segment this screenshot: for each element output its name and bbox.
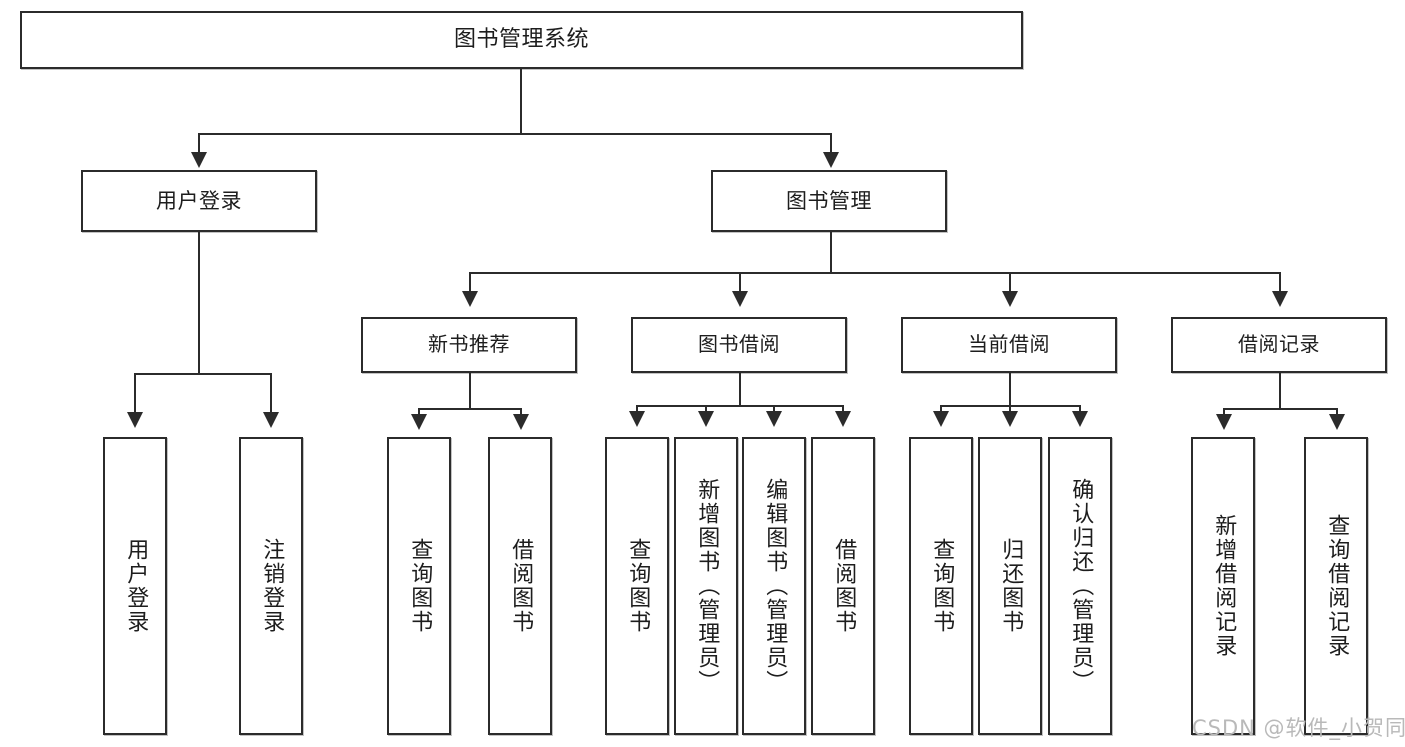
node-label: 当前借阅	[968, 332, 1050, 357]
connector-bookmgmt-bus	[469, 272, 1280, 274]
arrow-down-icon	[191, 152, 207, 168]
connector-bookborrow-stem	[739, 373, 741, 406]
node-book-management[interactable]: 图书管理	[711, 170, 947, 232]
node-label: 借阅记录	[1238, 332, 1320, 357]
connector-currentborrow-drop-2	[1009, 405, 1011, 413]
arrow-down-icon	[1272, 291, 1288, 307]
arrow-down-icon	[127, 412, 143, 428]
leaf-borrowrecord-add-record[interactable]: 新增借阅记录	[1191, 437, 1255, 735]
arrow-down-icon	[732, 291, 748, 307]
node-book-borrow[interactable]: 图书借阅	[631, 317, 847, 373]
connector-currentborrow-drop-3	[1079, 405, 1081, 413]
node-label: 图书借阅	[698, 332, 780, 357]
arrow-down-icon	[629, 411, 645, 427]
connector-bookborrow-drop-2	[705, 405, 707, 413]
connector-newbook-drop-2	[520, 408, 522, 416]
node-current-borrow[interactable]: 当前借阅	[901, 317, 1117, 373]
leaf-currentborrow-query-book[interactable]: 查询图书	[909, 437, 973, 735]
node-borrow-record[interactable]: 借阅记录	[1171, 317, 1387, 373]
connector-root-bus	[198, 133, 832, 135]
connector-bookmgmt-drop-1	[469, 272, 471, 294]
connector-borrowrecord-stem	[1279, 373, 1281, 409]
watermark-text: CSDN @软件_小贺同学	[1192, 716, 1405, 740]
node-label: 图书管理系统	[453, 26, 589, 52]
arrow-down-icon	[1072, 411, 1088, 427]
node-label: 图书管理	[786, 188, 872, 213]
connector-bookborrow-drop-3	[773, 405, 775, 413]
leaf-currentborrow-return-book[interactable]: 归还图书	[978, 437, 1042, 735]
connector-newbook-stem	[469, 373, 471, 409]
node-label: 查询图书	[625, 538, 651, 634]
connector-userlogin-stem	[198, 232, 200, 374]
arrow-down-icon	[1216, 414, 1232, 430]
arrow-down-icon	[1329, 414, 1345, 430]
leaf-user-login[interactable]: 用户登录	[103, 437, 167, 735]
arrow-down-icon	[1002, 411, 1018, 427]
arrow-down-icon	[1002, 291, 1018, 307]
node-new-book-recommend[interactable]: 新书推荐	[361, 317, 577, 373]
node-label: 新增图书（管理员）	[694, 478, 720, 694]
connector-root-drop-1	[198, 133, 200, 155]
leaf-borrowrecord-query-record[interactable]: 查询借阅记录	[1304, 437, 1368, 735]
arrow-down-icon	[933, 411, 949, 427]
connector-root-drop-2	[830, 133, 832, 155]
leaf-bookborrow-query-book[interactable]: 查询图书	[605, 437, 669, 735]
node-user-login[interactable]: 用户登录	[81, 170, 317, 232]
arrow-down-icon	[698, 411, 714, 427]
node-label: 新书推荐	[428, 332, 510, 357]
leaf-bookborrow-add-book-admin[interactable]: 新增图书（管理员）	[674, 437, 738, 735]
node-label: 用户登录	[123, 538, 149, 634]
arrow-down-icon	[263, 412, 279, 428]
node-label: 借阅图书	[831, 538, 857, 634]
leaf-newbook-borrow-book[interactable]: 借阅图书	[488, 437, 552, 735]
connector-userlogin-bus	[134, 373, 270, 375]
node-label: 借阅图书	[508, 538, 534, 634]
node-label: 编辑图书（管理员）	[762, 478, 788, 694]
connector-bookmgmt-drop-4	[1279, 272, 1281, 294]
arrow-down-icon	[462, 291, 478, 307]
node-root-book-management-system[interactable]: 图书管理系统	[20, 11, 1023, 69]
connector-borrowrecord-drop-1	[1223, 408, 1225, 416]
connector-borrowrecord-drop-2	[1336, 408, 1338, 416]
node-label: 归还图书	[998, 538, 1024, 634]
connector-bookmgmt-stem	[830, 232, 832, 273]
node-label: 注销登录	[259, 538, 285, 634]
connector-bookborrow-bus	[636, 405, 842, 407]
connector-bookmgmt-drop-3	[1009, 272, 1011, 294]
connector-bookborrow-drop-4	[842, 405, 844, 413]
connector-currentborrow-stem	[1009, 373, 1011, 406]
leaf-logout[interactable]: 注销登录	[239, 437, 303, 735]
connector-bookborrow-drop-1	[636, 405, 638, 413]
connector-currentborrow-drop-1	[940, 405, 942, 413]
connector-userlogin-drop-1	[134, 373, 136, 415]
arrow-down-icon	[411, 414, 427, 430]
leaf-bookborrow-borrow-book[interactable]: 借阅图书	[811, 437, 875, 735]
arrow-down-icon	[823, 152, 839, 168]
node-label: 查询图书	[929, 538, 955, 634]
connector-bookmgmt-drop-2	[739, 272, 741, 294]
connector-newbook-bus	[418, 408, 521, 410]
node-label: 查询图书	[407, 538, 433, 634]
node-label: 新增借阅记录	[1211, 514, 1237, 658]
arrow-down-icon	[766, 411, 782, 427]
node-label: 查询借阅记录	[1324, 514, 1350, 658]
node-label: 用户登录	[156, 188, 242, 213]
arrow-down-icon	[835, 411, 851, 427]
connector-newbook-drop-1	[418, 408, 420, 416]
arrow-down-icon	[513, 414, 529, 430]
node-label: 确认归还（管理员）	[1068, 478, 1094, 694]
connector-userlogin-drop-2	[270, 373, 272, 415]
leaf-newbook-query-book[interactable]: 查询图书	[387, 437, 451, 735]
leaf-currentborrow-confirm-return-admin[interactable]: 确认归还（管理员）	[1048, 437, 1112, 735]
leaf-bookborrow-edit-book-admin[interactable]: 编辑图书（管理员）	[742, 437, 806, 735]
connector-borrowrecord-bus	[1223, 408, 1336, 410]
connector-root-stem	[520, 69, 522, 134]
